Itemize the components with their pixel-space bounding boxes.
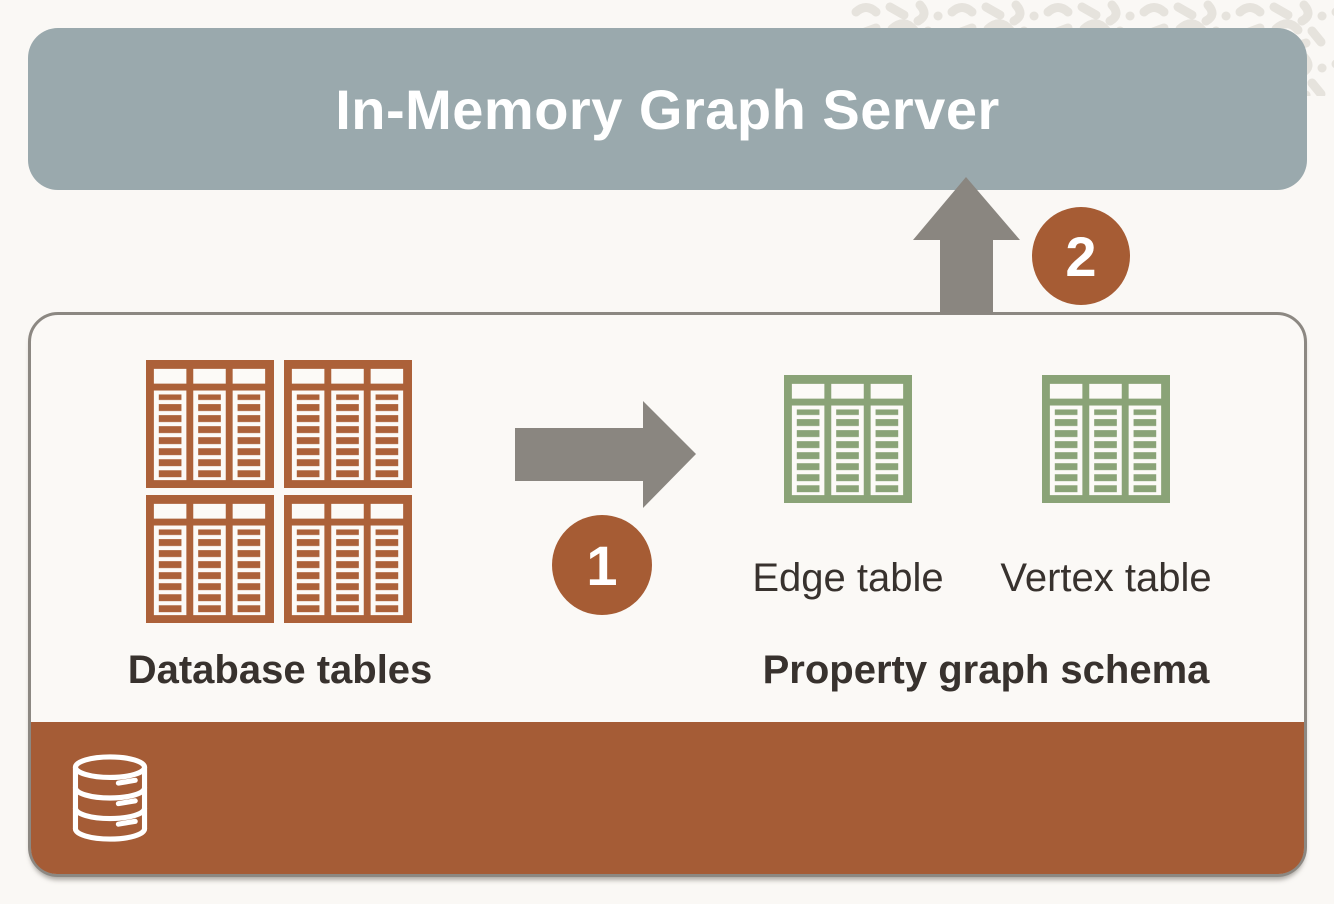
vertex-table-icon [1042,375,1170,503]
step-2-badge: 2 [1032,207,1130,305]
up-arrow-icon [913,177,1020,314]
edge-table-icon [784,375,912,503]
in-memory-graph-server-box: In-Memory Graph Server [28,28,1307,190]
vertex-table-label: Vertex table [1000,556,1212,600]
database-tables-label: Database tables [127,648,433,692]
database-table-icon [284,360,412,488]
database-cylinder-icon [72,754,148,842]
database-bar [31,722,1304,874]
step-1-number: 1 [586,533,618,597]
database-table-icon [284,495,412,623]
database-table-icon [146,360,274,488]
step-1-badge: 1 [552,515,652,615]
edge-table-label: Edge table [752,556,944,600]
database-content-box: Database tables 1 Edge table Vertex tabl… [28,312,1307,877]
database-table-icon [146,495,274,623]
step-2-number: 2 [1065,224,1097,288]
server-title: In-Memory Graph Server [335,77,1000,141]
right-arrow-icon [515,401,696,508]
property-graph-schema-label: Property graph schema [762,648,1210,692]
